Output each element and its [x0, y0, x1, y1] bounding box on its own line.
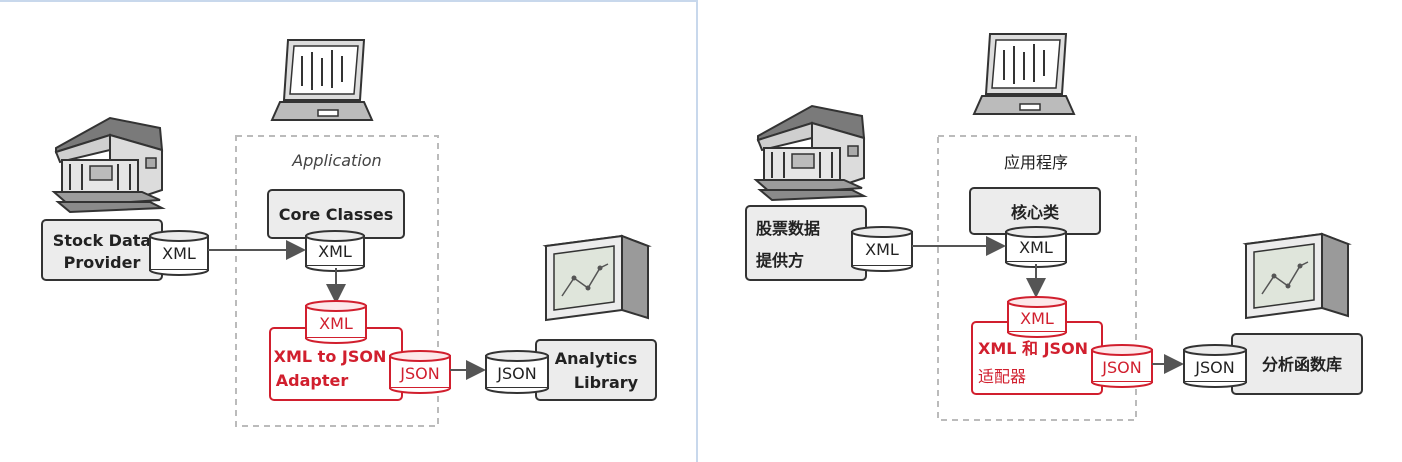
core-classes-box: 核心类: [969, 187, 1101, 235]
adapter-box: XML to JSON Adapter: [269, 327, 403, 401]
adapter-label-line2: Adapter: [276, 371, 349, 390]
core-xml-cylinder: XML: [1005, 226, 1067, 268]
provider-label-line1: Stock Data: [53, 231, 151, 250]
core-classes-label: 核心类: [1011, 203, 1060, 222]
english-diagram-panel: Stock Data Provider XML Application: [0, 0, 700, 462]
library-json-cylinder: JSON: [485, 350, 549, 394]
chinese-diagram-panel: 股票数据 提供方 XML 应用程序 核心类: [700, 0, 1402, 462]
bank-building-icon: [753, 104, 868, 202]
analytics-library-box: 分析函数库: [1231, 333, 1363, 395]
core-xml-label: XML: [318, 242, 352, 261]
adapter-json-label: JSON: [1101, 358, 1141, 377]
adapter-xml-cylinder: XML: [1007, 296, 1067, 338]
library-json-label: JSON: [496, 364, 536, 383]
core-classes-box: Core Classes: [267, 189, 405, 239]
stock-data-provider-box: Stock Data Provider: [41, 219, 163, 281]
analytics-library-box: Analytics Library: [535, 339, 657, 401]
library-label-line2: Library: [574, 373, 639, 392]
bank-building-icon: [51, 116, 166, 214]
adapter-label-line2: 适配器: [978, 367, 1026, 386]
adapter-json-cylinder: JSON: [1091, 344, 1153, 388]
adapter-json-label: JSON: [399, 364, 439, 383]
core-xml-label: XML: [1019, 238, 1053, 257]
provider-label-line2: Provider: [64, 253, 141, 272]
core-classes-label: Core Classes: [279, 205, 394, 224]
application-group: [235, 135, 439, 427]
adapter-label-line1: XML 和 JSON: [978, 339, 1088, 358]
library-json-label: JSON: [1194, 358, 1234, 377]
core-xml-cylinder: XML: [305, 230, 365, 272]
provider-xml-label: XML: [865, 240, 899, 259]
library-label: 分析函数库: [1262, 355, 1342, 374]
adapter-xml-label: XML: [1020, 309, 1054, 328]
stock-data-provider-box: 股票数据 提供方: [745, 205, 867, 281]
provider-xml-cylinder: XML: [851, 226, 913, 272]
adapter-xml-cylinder: XML: [305, 300, 367, 344]
application-group: [937, 135, 1137, 421]
laptop-chart-icon: [270, 39, 374, 121]
adapter-label-line1: XML to JSON: [274, 347, 387, 366]
adapter-json-cylinder: JSON: [389, 350, 451, 394]
library-json-cylinder: JSON: [1183, 344, 1247, 388]
adapter-box: XML 和 JSON 适配器: [971, 321, 1103, 395]
english-diagram: Stock Data Provider XML Application: [41, 39, 657, 427]
application-group-label: 应用程序: [1004, 153, 1068, 172]
provider-label-line2: 提供方: [756, 251, 804, 270]
analytics-box-icon: [1242, 232, 1352, 320]
panel-frame: [0, 0, 698, 462]
analytics-box-icon: [542, 234, 652, 322]
provider-xml-cylinder: XML: [149, 230, 209, 276]
application-group-label: Application: [291, 151, 381, 170]
adapter-xml-label: XML: [319, 314, 353, 333]
chinese-diagram: 股票数据 提供方 XML 应用程序 核心类: [745, 33, 1363, 421]
provider-xml-label: XML: [162, 244, 196, 263]
library-label-line1: Analytics: [555, 349, 638, 368]
laptop-chart-icon: [972, 33, 1076, 115]
provider-label-line1: 股票数据: [756, 219, 820, 238]
